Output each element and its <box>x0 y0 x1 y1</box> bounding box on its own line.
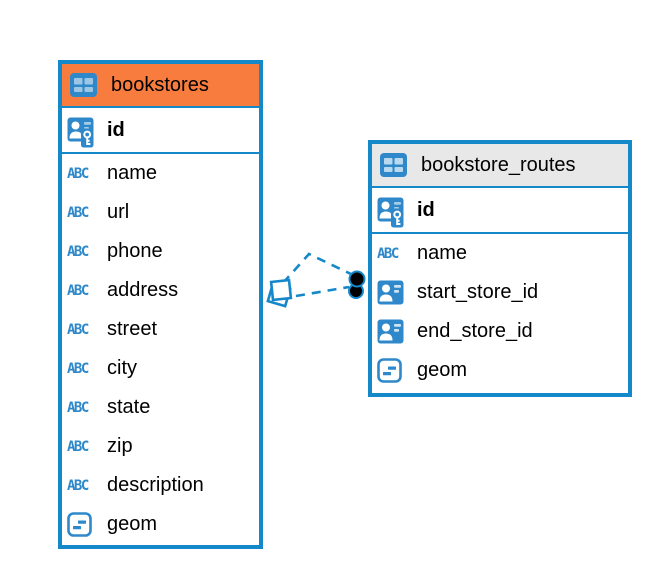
column-label: zip <box>107 435 133 457</box>
object-icon <box>377 357 410 384</box>
relationship-line-1[interactable] <box>282 252 352 284</box>
person-icon <box>377 280 410 305</box>
column-row-geom[interactable]: geom <box>62 505 259 544</box>
column-row-phone[interactable]: ABC phone <box>62 232 259 271</box>
relationship-line-2[interactable] <box>295 285 350 298</box>
person-key-icon <box>377 192 410 228</box>
column-label: id <box>107 118 125 141</box>
abc-icon-glyph: ABC <box>67 243 89 260</box>
column-label: city <box>107 357 137 379</box>
abc-icon: ABC <box>67 401 100 415</box>
person-icon <box>377 319 410 344</box>
table-header[interactable]: bookstore_routes <box>372 144 628 188</box>
table-title: bookstore_routes <box>421 153 576 176</box>
column-label: description <box>107 474 204 496</box>
abc-icon: ABC <box>67 323 100 337</box>
column-row-description[interactable]: ABC description <box>62 466 259 505</box>
primary-key-section: id <box>372 188 628 234</box>
column-label: name <box>107 162 158 184</box>
abc-icon-glyph: ABC <box>67 399 89 416</box>
column-label: end_store_id <box>417 320 533 342</box>
column-row-id[interactable]: id <box>62 108 259 152</box>
column-label: street <box>107 318 158 340</box>
column-label: start_store_id <box>417 281 539 303</box>
column-row-name[interactable]: ABC name <box>62 154 259 193</box>
abc-icon-glyph: ABC <box>67 438 89 455</box>
abc-icon-glyph: ABC <box>377 245 399 262</box>
abc-icon: ABC <box>67 206 100 220</box>
abc-icon-glyph: ABC <box>67 204 89 221</box>
column-label: url <box>107 201 130 223</box>
entity-table-bookstore_routes[interactable]: bookstore_routes id ABC name start_store_i… <box>368 140 632 397</box>
abc-icon-glyph: ABC <box>67 360 89 377</box>
abc-icon: ABC <box>377 247 410 261</box>
abc-icon-glyph: ABC <box>67 282 89 299</box>
column-row-name[interactable]: ABC name <box>372 234 628 273</box>
abc-icon: ABC <box>67 362 100 376</box>
column-row-geom[interactable]: geom <box>372 351 628 390</box>
abc-icon-glyph: ABC <box>67 321 89 338</box>
column-label: address <box>107 279 179 301</box>
primary-key-section: id <box>62 108 259 154</box>
column-row-id[interactable]: id <box>372 188 628 232</box>
column-row-address[interactable]: ABC address <box>62 271 259 310</box>
column-label: geom <box>417 359 468 381</box>
object-icon <box>67 511 100 538</box>
person-key-icon <box>67 112 100 148</box>
column-row-zip[interactable]: ABC zip <box>62 427 259 466</box>
abc-icon-glyph: ABC <box>67 165 89 182</box>
abc-icon: ABC <box>67 284 100 298</box>
column-label: id <box>417 198 435 221</box>
column-row-start_store_id[interactable]: start_store_id <box>372 273 628 312</box>
table-icon <box>379 152 412 178</box>
abc-icon: ABC <box>67 245 100 259</box>
table-header[interactable]: bookstores <box>62 64 259 108</box>
column-row-url[interactable]: ABC url <box>62 193 259 232</box>
column-row-city[interactable]: ABC city <box>62 349 259 388</box>
column-label: phone <box>107 240 163 262</box>
column-label: name <box>417 242 468 264</box>
column-row-end_store_id[interactable]: end_store_id <box>372 312 628 351</box>
abc-icon: ABC <box>67 479 100 493</box>
column-row-state[interactable]: ABC state <box>62 388 259 427</box>
column-label: state <box>107 396 151 418</box>
column-row-street[interactable]: ABC street <box>62 310 259 349</box>
abc-icon: ABC <box>67 440 100 454</box>
column-label: geom <box>107 513 158 535</box>
diamond-marker[interactable] <box>266 278 293 308</box>
abc-icon-glyph: ABC <box>67 477 89 494</box>
dot-marker[interactable] <box>348 270 366 299</box>
abc-icon: ABC <box>67 167 100 181</box>
table-title: bookstores <box>111 73 209 96</box>
table-icon <box>69 72 102 98</box>
